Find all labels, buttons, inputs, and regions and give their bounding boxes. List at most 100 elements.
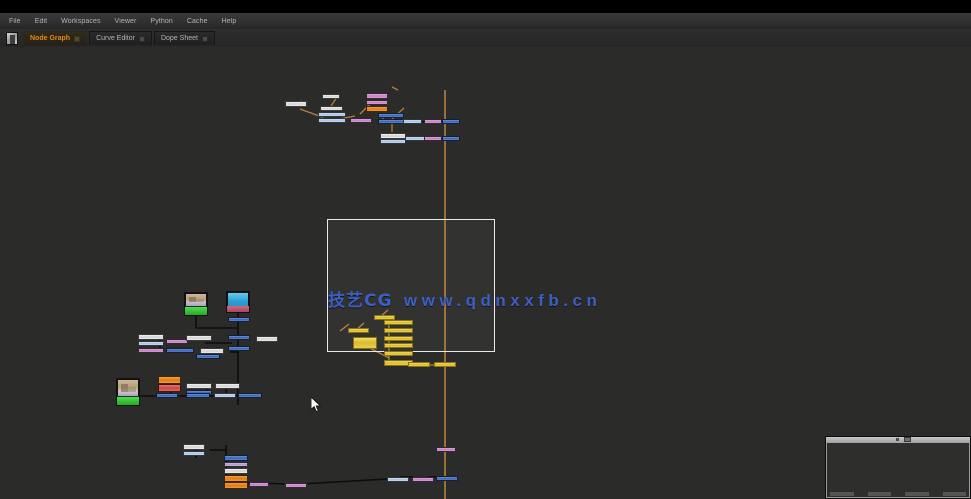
node-selected-8[interactable] — [353, 337, 377, 349]
node-bot-10[interactable] — [387, 477, 409, 482]
node-left-3[interactable] — [138, 341, 164, 346]
node-selected-2[interactable] — [384, 320, 413, 325]
node-bot-12[interactable] — [436, 476, 458, 481]
node-trunk-1[interactable] — [436, 447, 456, 452]
node-top-2[interactable] — [322, 94, 340, 99]
thumbnail-band-2 — [118, 392, 138, 397]
node-selected-6[interactable] — [384, 343, 413, 348]
node-top-17[interactable] — [405, 136, 425, 141]
node-bot-4[interactable] — [224, 462, 248, 467]
node-bot-7[interactable] — [224, 482, 248, 489]
floating-panel-footer-item-3[interactable] — [905, 492, 929, 496]
menu-item-cache[interactable]: Cache — [186, 17, 208, 25]
floating-panel-footer-item-4[interactable] — [942, 492, 966, 496]
menu-item-help[interactable]: Help — [221, 17, 237, 25]
tab-curve-editor-label: Curve Editor — [96, 34, 135, 42]
node-left-11[interactable] — [196, 354, 220, 359]
title-strip — [0, 0, 971, 13]
menu-item-edit[interactable]: Edit — [34, 17, 48, 25]
floating-panel[interactable] — [825, 436, 971, 499]
node-bot-11[interactable] — [412, 477, 434, 482]
watermark: 技艺CG www.qdnxxfb.cn — [328, 286, 601, 311]
node-top-11[interactable] — [378, 119, 404, 124]
node-top-8[interactable] — [366, 100, 388, 105]
floating-panel-footer-item-1[interactable] — [830, 492, 854, 496]
node-bot-2[interactable] — [183, 451, 205, 456]
watermark-url: www.qdnxxfb.cn — [403, 291, 602, 310]
menu-item-workspaces[interactable]: Workspaces — [61, 17, 101, 25]
node-selected-11[interactable] — [434, 362, 456, 367]
node-graph-canvas[interactable]: 技艺CG www.qdnxxfb.cn — [0, 47, 971, 499]
node-left-19[interactable] — [238, 393, 262, 398]
node-top-5[interactable] — [318, 118, 346, 123]
node-top-4[interactable] — [318, 112, 346, 117]
monitor-base — [227, 306, 249, 312]
node-left-9[interactable] — [228, 335, 250, 340]
node-thumbnail-lower[interactable] — [116, 378, 140, 406]
node-monitor[interactable] — [226, 291, 250, 313]
node-top-13[interactable] — [424, 119, 442, 124]
node-left-17[interactable] — [186, 393, 210, 398]
node-top-18[interactable] — [424, 136, 442, 141]
node-bot-5[interactable] — [224, 468, 248, 474]
tab-dope-sheet[interactable]: Dope Sheet — [153, 31, 215, 45]
node-left-4[interactable] — [166, 339, 188, 344]
node-bot-8[interactable] — [249, 482, 269, 487]
tab-dope-sheet-label: Dope Sheet — [160, 34, 198, 42]
tab-curve-editor-close-icon[interactable] — [138, 35, 145, 42]
node-left-10[interactable] — [228, 346, 250, 351]
node-bot-9[interactable] — [285, 483, 307, 488]
thumbnail-output-bar — [185, 306, 207, 315]
tab-node-graph-close-icon[interactable] — [74, 35, 81, 42]
node-top-3[interactable] — [320, 106, 343, 111]
floating-panel-footer — [830, 492, 966, 496]
node-left-16[interactable] — [156, 393, 178, 398]
node-top-6[interactable] — [350, 118, 372, 123]
node-left-7[interactable] — [200, 348, 224, 354]
node-left-5[interactable] — [138, 348, 164, 353]
tab-curve-editor[interactable]: Curve Editor — [89, 31, 152, 45]
node-left-18[interactable] — [214, 393, 236, 398]
node-top-16[interactable] — [380, 139, 406, 144]
node-selected-1[interactable] — [374, 315, 395, 320]
node-left-12[interactable] — [256, 336, 278, 342]
node-top-14[interactable] — [442, 119, 460, 124]
node-bot-3[interactable] — [224, 455, 248, 461]
node-left-1[interactable] — [228, 317, 250, 322]
node-selected-3[interactable] — [348, 328, 369, 333]
node-top-7[interactable] — [366, 93, 388, 99]
node-selected-5[interactable] — [384, 336, 413, 341]
node-left-8[interactable] — [186, 335, 212, 341]
node-top-9[interactable] — [366, 106, 388, 112]
node-left-orange-bot[interactable] — [158, 384, 181, 392]
floating-panel-footer-item-2[interactable] — [867, 492, 891, 496]
thumbnail-output-bar-2 — [117, 396, 139, 405]
menu-item-file[interactable]: File — [9, 17, 21, 25]
node-selected-4[interactable] — [384, 328, 413, 333]
node-left-13[interactable] — [186, 383, 212, 389]
node-selected-10[interactable] — [408, 362, 430, 367]
tab-dope-sheet-close-icon[interactable] — [201, 35, 208, 42]
node-top-10[interactable] — [378, 113, 404, 118]
node-bot-1[interactable] — [183, 444, 205, 450]
node-top-12[interactable] — [403, 119, 422, 124]
node-left-2[interactable] — [138, 334, 164, 340]
menu-item-python[interactable]: Python — [150, 17, 173, 25]
tab-node-graph[interactable]: Node Graph — [23, 31, 88, 45]
floating-panel-square-icon[interactable] — [904, 437, 911, 442]
node-thumbnail-upper[interactable] — [184, 292, 208, 316]
node-selected-7[interactable] — [384, 351, 413, 356]
node-left-6[interactable] — [166, 348, 194, 353]
node-left-orange-top[interactable] — [158, 376, 181, 384]
node-top-1[interactable] — [285, 101, 307, 107]
node-top-19[interactable] — [442, 136, 460, 141]
monitor-screen — [228, 293, 248, 306]
node-bot-6[interactable] — [224, 475, 248, 482]
tab-bar: Node Graph Curve Editor Dope Sheet — [0, 29, 971, 48]
node-left-15[interactable] — [215, 383, 240, 389]
menu-item-viewer[interactable]: Viewer — [114, 17, 137, 25]
panel-icon[interactable] — [6, 31, 18, 45]
floating-panel-dot-icon — [896, 438, 899, 441]
watermark-brand: 技艺CG — [328, 291, 393, 311]
